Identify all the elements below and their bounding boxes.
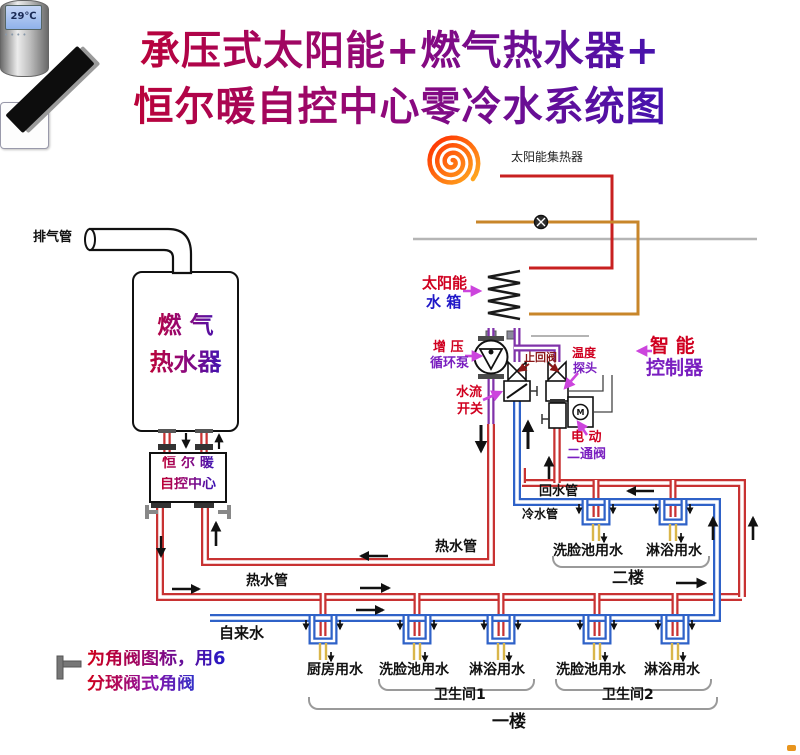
exhaust-pipe-label: 排气管 xyxy=(33,230,73,245)
tap-water-label: 自来水 xyxy=(219,624,265,642)
bathroom2-bracket xyxy=(555,679,712,691)
smart-controller-label-line2: 控制器 xyxy=(646,357,704,379)
legend-text-line1: 为角阀图标，用6 xyxy=(87,648,226,669)
tank-coil-icon xyxy=(487,269,521,321)
gas-heater-label-line1: 燃 气 xyxy=(134,312,237,338)
water-flow-switch-icon xyxy=(503,380,538,402)
gas-heater-label-line2: 热水器 xyxy=(134,349,237,375)
control-center-label-line1: 恒 尔 暖 xyxy=(151,456,225,471)
motor-valve-label-line2: 二通阀 xyxy=(567,447,607,462)
motor-valve-label-line1: 电 动 xyxy=(571,430,602,445)
legend-text-line2: 分球阀式角阀 xyxy=(87,673,195,694)
pump-label-line2: 循环泵 xyxy=(430,356,470,371)
wire-motor-valve xyxy=(594,375,613,413)
bathroom2-label: 卫生间2 xyxy=(602,687,654,703)
pump-label-line1: 增 压 xyxy=(433,340,464,355)
svg-text:M: M xyxy=(577,408,585,417)
fixture-taps xyxy=(318,524,680,660)
controller-buttons: •••• xyxy=(4,31,29,39)
bathroom1-bracket xyxy=(378,679,535,691)
fixture-flow-arrows xyxy=(302,504,696,663)
tank-label-line1: 太阳能 xyxy=(422,274,468,292)
floor1-basin2-label: 洗脸池用水 xyxy=(556,662,626,678)
temp-probe-label-line1: 温度 xyxy=(572,346,597,360)
floor1-label: 一楼 xyxy=(492,712,526,732)
control-center-box xyxy=(149,452,227,503)
tank-label-line2: 水 箱 xyxy=(426,293,462,311)
exhaust-pipe xyxy=(84,227,193,275)
floor2-basin-label: 洗脸池用水 xyxy=(553,543,623,559)
temp-probe-label-line2: 探头 xyxy=(573,361,598,375)
port-flanges xyxy=(151,429,214,508)
hot-pipe-label-a: 热水管 xyxy=(435,539,477,555)
legend-angle-valve-icon xyxy=(56,655,82,680)
page-title-line2: 恒尔暖自控中心零冷水系统图 xyxy=(0,74,800,132)
angle-valve-icon-left xyxy=(145,505,158,519)
flow-arrows xyxy=(155,419,759,616)
page-title-line1: 承压式太阳能+燃气热水器+ xyxy=(0,18,800,76)
controller-power-button xyxy=(787,745,796,751)
floor1-shower1-label: 淋浴用水 xyxy=(469,662,525,678)
check-valve-icon-left xyxy=(507,360,527,382)
label-pointer-arrows xyxy=(463,285,652,436)
floor1-shower2-label: 淋浴用水 xyxy=(644,662,700,678)
solar-collector-label: 太阳能集热器 xyxy=(511,150,584,164)
cold-pipe-label: 冷水管 xyxy=(522,507,559,521)
smart-controller-label-line1: 智 能 xyxy=(650,335,695,357)
solar-return-pipe xyxy=(476,220,640,316)
circulation-pump-icon xyxy=(473,336,509,379)
controller-lcd: 29℃ xyxy=(5,5,42,30)
flow-switch-label-line1: 水流 xyxy=(456,385,483,400)
fixture-cold-loops xyxy=(308,500,690,645)
hot-pipe-label-b: 热水管 xyxy=(246,573,288,589)
sun-spiral-icon xyxy=(427,135,481,185)
floor2-label: 二楼 xyxy=(612,568,645,587)
flow-switch-label-line2: 开关 xyxy=(457,402,484,417)
floor1-kitchen-label: 厨房用水 xyxy=(307,662,363,678)
solar-loop-valve-icon xyxy=(533,214,549,230)
check-valve-label: 止回阀 xyxy=(524,351,557,364)
floor1-basin1-label: 洗脸池用水 xyxy=(379,662,449,678)
return-pipe-label: 回水管 xyxy=(539,484,579,499)
control-center-label-line2: 自控中心 xyxy=(151,477,225,492)
floor1-bracket xyxy=(308,697,718,710)
gas-water-heater xyxy=(132,271,239,432)
check-valve-pointer-arrows xyxy=(517,363,560,373)
temp-probe-icon xyxy=(545,380,569,402)
bathroom1-label: 卫生间1 xyxy=(434,687,486,703)
wire-temp-probe xyxy=(569,375,604,392)
angle-valve-icon-right xyxy=(218,505,231,519)
floor2-bracket xyxy=(552,556,710,568)
floor2-shower-label: 淋浴用水 xyxy=(646,543,702,559)
motor-valve-icon: M xyxy=(541,396,594,429)
